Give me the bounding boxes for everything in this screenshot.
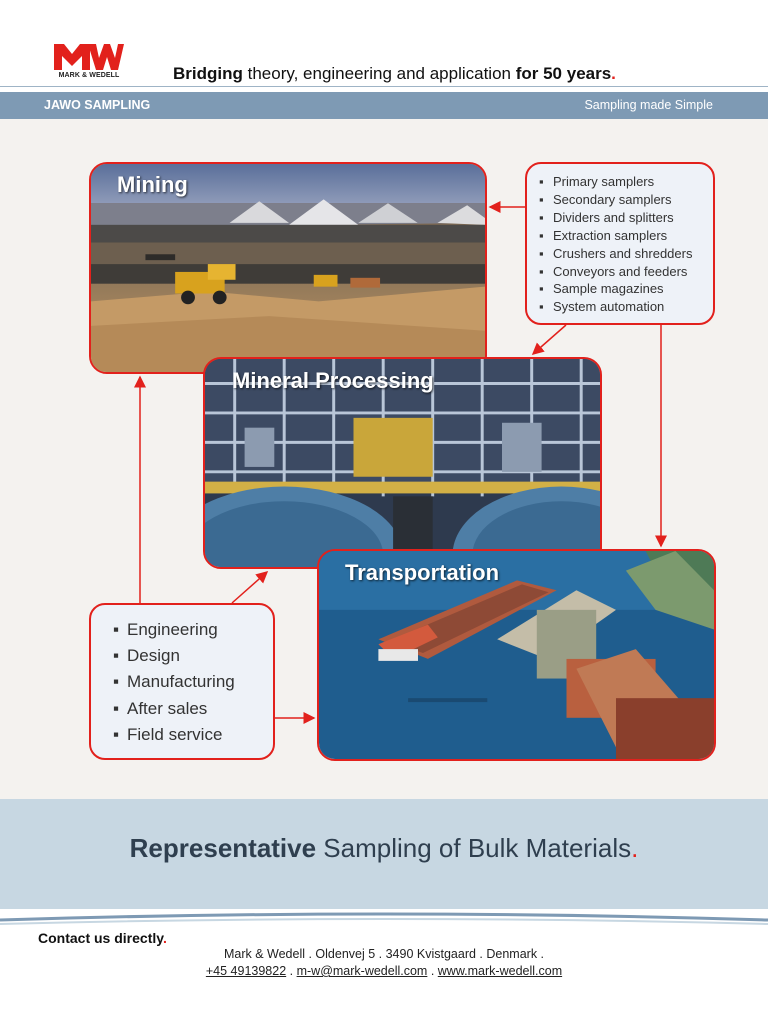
footer-links: +45 49139822 . m-w@mark-wedell.com . www…: [0, 964, 768, 978]
contact-dot: .: [163, 930, 167, 946]
products-item: Primary samplers: [539, 173, 713, 191]
footer-address: Mark & Wedell . Oldenvej 5 . 3490 Kvistg…: [223, 947, 545, 961]
mining-image: [91, 164, 485, 372]
title-band: JAWO SAMPLING Sampling made Simple: [0, 92, 768, 119]
mining-label: Mining: [117, 172, 188, 197]
products-item: Secondary samplers: [539, 191, 713, 209]
band-left-text: JAWO SAMPLING: [44, 98, 151, 112]
links-sep: .: [427, 964, 438, 978]
phone-link[interactable]: +45 49139822: [205, 964, 287, 978]
tagline-dot: .: [611, 64, 616, 83]
products-item: Crushers and shredders: [539, 245, 713, 263]
header-tagline: Bridging theory, engineering and applica…: [173, 64, 616, 84]
company-logo: MARK & WEDELL: [54, 44, 124, 84]
slogan-band: Representative Sampling of Bulk Material…: [0, 799, 768, 909]
tagline-mid: theory, engineering and application: [242, 64, 516, 83]
services-item: Manufacturing: [113, 669, 273, 695]
mineral-processing-image: [205, 359, 600, 567]
transportation-photo: Transportation: [317, 549, 716, 761]
products-item: Dividers and splitters: [539, 209, 713, 227]
links-sep: .: [286, 964, 297, 978]
band-right-text: Sampling made Simple: [584, 98, 713, 112]
tagline-bold-2: for 50 years: [515, 64, 612, 83]
transportation-image: [319, 551, 714, 759]
products-box: Primary samplers Secondary samplers Divi…: [525, 162, 715, 325]
slogan-rest: Sampling of Bulk Materials: [316, 833, 632, 863]
services-item: After sales: [113, 696, 273, 722]
products-list: Primary samplers Secondary samplers Divi…: [539, 173, 713, 316]
footer-wave: [0, 912, 768, 925]
slogan: Representative Sampling of Bulk Material…: [0, 833, 768, 864]
services-box: Engineering Design Manufacturing After s…: [89, 603, 275, 760]
contact-text: Contact us directly: [38, 930, 163, 946]
products-item: Extraction samplers: [539, 227, 713, 245]
products-item: Conveyors and feeders: [539, 263, 713, 281]
contact-heading: Contact us directly.: [38, 930, 167, 946]
header-divider: [0, 86, 768, 87]
mineral-processing-label: Mineral Processing: [232, 368, 434, 393]
products-item: Sample magazines: [539, 280, 713, 298]
website-link[interactable]: www.mark-wedell.com: [437, 964, 563, 978]
tagline-bold-1: Bridging: [173, 64, 243, 83]
mining-photo: Mining: [89, 162, 487, 374]
email-link[interactable]: m-w@mark-wedell.com: [296, 964, 428, 978]
products-item: System automation: [539, 298, 713, 316]
services-item: Design: [113, 643, 273, 669]
slogan-dot: .: [631, 833, 639, 863]
logo-mark-icon: [54, 44, 124, 70]
mineral-processing-photo: Mineral Processing: [203, 357, 602, 569]
transportation-label: Transportation: [345, 560, 500, 585]
slogan-bold: Representative: [129, 833, 317, 863]
logo-text: MARK & WEDELL: [58, 72, 120, 79]
services-item: Engineering: [113, 617, 273, 643]
services-item: Field service: [113, 722, 273, 748]
services-list: Engineering Design Manufacturing After s…: [113, 617, 273, 748]
